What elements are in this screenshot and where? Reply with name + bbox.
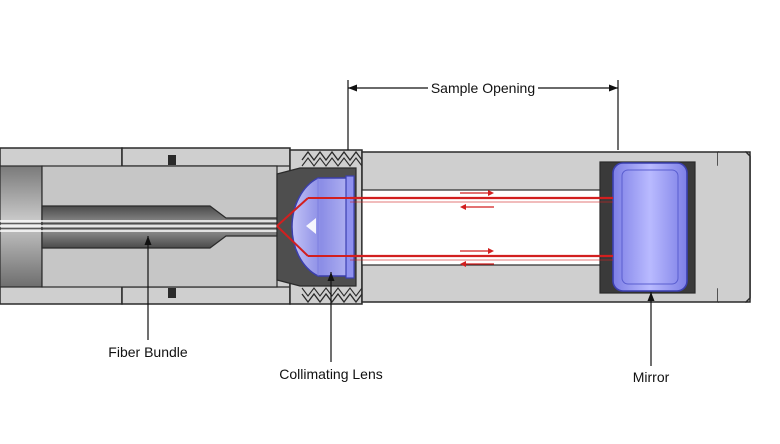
collimating-lens-callout: Collimating Lens <box>279 272 383 382</box>
arrow-right-icon <box>460 190 494 196</box>
sample-opening-label: Sample Opening <box>431 80 535 96</box>
mirror-callout: Mirror <box>633 292 670 385</box>
fiber-housing <box>0 147 291 305</box>
collimating-lens-label: Collimating Lens <box>279 366 383 382</box>
arrow-left-icon <box>460 204 494 210</box>
light-beams <box>276 190 613 267</box>
sample-opening-dimension: Sample Opening <box>347 80 619 150</box>
mirror-label: Mirror <box>633 369 670 385</box>
fiber-bundle-label: Fiber Bundle <box>108 344 188 360</box>
mirror <box>612 162 688 292</box>
collimating-lens <box>291 175 355 279</box>
fiber-bundle-callout: Fiber Bundle <box>108 236 188 360</box>
arrow-right-icon <box>460 248 494 254</box>
arrow-left-icon <box>460 261 494 267</box>
sample-tube <box>361 151 751 303</box>
